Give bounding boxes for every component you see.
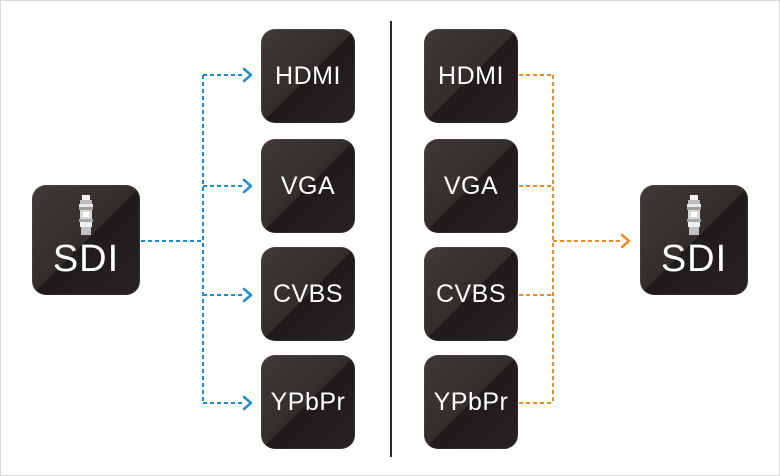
right-input-cvbs: CVBS [424, 247, 518, 341]
left-output-label: VGA [280, 171, 336, 200]
left-output-label: CVBS [272, 279, 344, 308]
right-arrow-head [620, 233, 631, 249]
right-input-label: CVBS [435, 279, 507, 308]
right-input-ypbpr: YPbPr [424, 355, 518, 449]
right-sdi-label: SDI [660, 237, 728, 280]
left-output-ypbpr: YPbPr [261, 355, 355, 449]
right-input-vga: VGA [424, 139, 518, 233]
center-divider [390, 21, 392, 457]
left-output-cvbs: CVBS [261, 247, 355, 341]
left-arrow-head [242, 287, 253, 303]
left-arrow-head [242, 67, 253, 83]
bnc-connector-icon [79, 195, 93, 235]
left-arrow-head [242, 178, 253, 194]
left-sdi-label: SDI [52, 237, 120, 280]
left-connections [141, 67, 253, 411]
bnc-connector-icon [687, 195, 701, 235]
right-sdi-tile: SDI [640, 185, 748, 295]
right-connections [519, 74, 631, 404]
right-input-label: HDMI [438, 61, 504, 90]
right-input-hdmi: HDMI [424, 29, 518, 123]
left-arrow-head [242, 395, 253, 411]
right-input-label: VGA [443, 171, 499, 200]
left-output-label: YPbPr [270, 387, 346, 416]
left-output-vga: VGA [261, 139, 355, 233]
left-output-hdmi: HDMI [261, 29, 355, 123]
left-sdi-tile: SDI [32, 185, 140, 295]
left-output-label: HDMI [275, 61, 341, 90]
right-input-label: YPbPr [433, 387, 509, 416]
